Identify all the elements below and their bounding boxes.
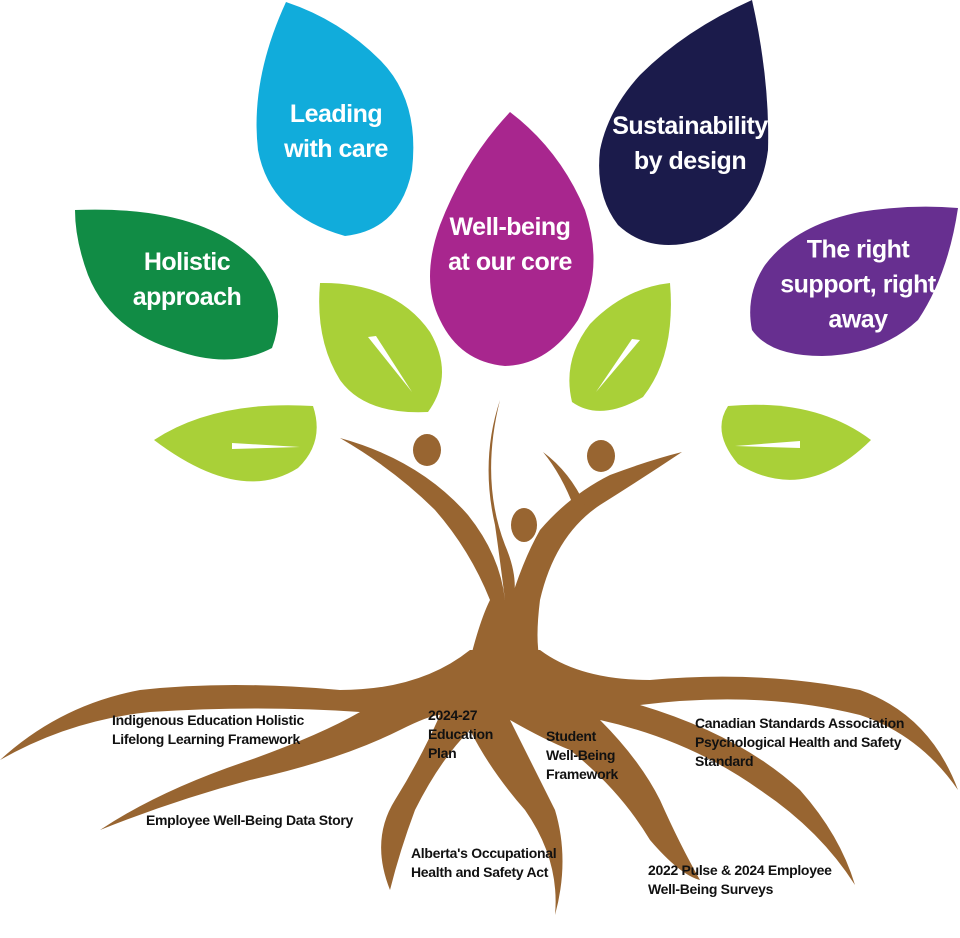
leaf-vein (735, 441, 800, 448)
leaf-label-holistic: Holistic approach (133, 245, 242, 315)
root-label-student: Student Well-Being Framework (546, 727, 618, 784)
tree-trunk (340, 400, 682, 660)
leaf-right-support (750, 206, 958, 356)
root-label-line: Education (428, 726, 493, 742)
root-label-line: Framework (546, 766, 618, 782)
root-label-line: 2024-27 (428, 707, 478, 723)
root-label-line: Health and Safety Act (411, 864, 549, 880)
leaf-holistic-approach (75, 209, 279, 360)
root-label-alberta: Alberta's Occupational Health and Safety… (411, 844, 557, 882)
leaf-label-line: approach (132, 283, 242, 311)
leaf-label-line: with care (284, 135, 388, 163)
leaf-sustainability (599, 0, 769, 245)
root-label-line: Canadian Standards Association (695, 715, 905, 731)
root-label-line: 2022 Pulse & 2024 Employee (648, 862, 832, 878)
root-label-employee-story: Employee Well-Being Data Story (146, 811, 353, 830)
root-label-line: Alberta's Occupational (411, 845, 557, 861)
root-label-surveys: 2022 Pulse & 2024 Employee Well-Being Su… (648, 861, 832, 899)
leaf-label-line: at our core (448, 248, 572, 276)
root-label-line: Psychological Health and Safety (695, 734, 902, 750)
leaf-vein (232, 443, 300, 449)
leaf-label-line: Well-being (449, 213, 571, 241)
leaf-label-sustainability: Sustainability by design (612, 109, 768, 179)
root-label-line: Employee Well-Being Data Story (146, 812, 354, 828)
root-label-line: Plan (428, 745, 457, 761)
leaf-label-line: away (828, 305, 888, 334)
leaf-label-support: The right support, right away (780, 233, 936, 338)
leaf-leading-with-care (256, 2, 414, 236)
leaf-label-line: by design (633, 147, 747, 175)
leaf-label-leading: Leading with care (284, 97, 388, 167)
root-label-line: Lifelong Learning Framework (112, 731, 300, 747)
figure-head-right (587, 440, 615, 472)
leaf-label-wellbeing: Well-being at our core (448, 210, 572, 280)
arm-right (543, 452, 585, 510)
figure-head-center (511, 508, 537, 542)
tree-roots (0, 650, 958, 915)
lime-leaf-center-right (569, 283, 671, 411)
leaf-label-line: support, right (780, 270, 936, 299)
root-label-line: Standard (695, 753, 754, 769)
root-label-indigenous: Indigenous Education Holistic Lifelong L… (112, 711, 304, 749)
root-label-line: Student (546, 728, 597, 744)
root-label-education-plan: 2024-27 Education Plan (428, 706, 493, 763)
leaf-well-being (430, 112, 594, 366)
leaf-label-line: Sustainability (612, 112, 768, 140)
root-label-line: Indigenous Education Holistic (112, 712, 304, 728)
leaf-vein (596, 339, 640, 392)
root-label-csa: Canadian Standards Association Psycholog… (695, 714, 904, 771)
leaf-vein (368, 336, 412, 392)
leaf-label-line: Leading (289, 100, 383, 128)
leaf-label-line: The right (806, 235, 910, 264)
figure-head-left (413, 434, 441, 466)
root-label-line: Well-Being (546, 747, 616, 763)
leaf-label-line: Holistic (143, 248, 231, 276)
root-label-line: Well-Being Surveys (648, 881, 774, 897)
